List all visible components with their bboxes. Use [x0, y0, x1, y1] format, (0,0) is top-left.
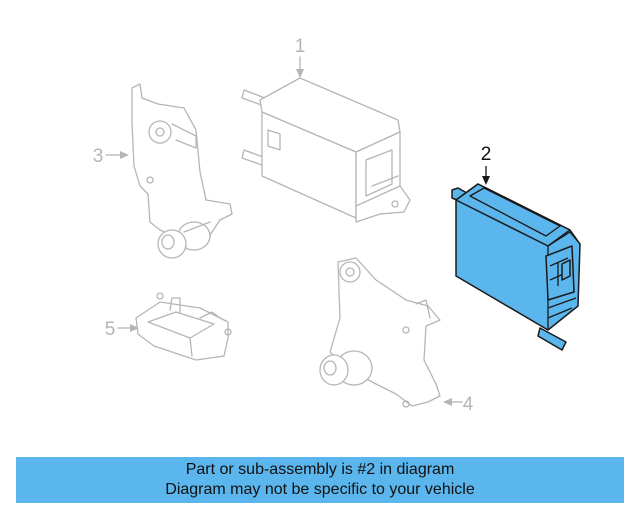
- parts-diagram: 1 3 5: [93, 36, 581, 415]
- callout-3: 3: [93, 146, 129, 167]
- part-1-module[interactable]: [241, 77, 411, 223]
- callout-1-label: 1: [295, 36, 306, 57]
- callout-4-label: 4: [463, 394, 474, 415]
- callout-2: 2: [481, 144, 492, 185]
- callout-5: 5: [105, 319, 139, 340]
- callout-5-label: 5: [105, 319, 116, 340]
- part-4-bracket[interactable]: [319, 257, 441, 408]
- callout-2-label: 2: [481, 144, 492, 165]
- callout-4: 4: [443, 394, 474, 415]
- info-banner: Part or sub-assembly is #2 in diagram Di…: [16, 457, 624, 503]
- part-3-bracket[interactable]: [131, 83, 233, 259]
- part-2-control-module[interactable]: [451, 183, 581, 351]
- callout-3-label: 3: [93, 146, 104, 167]
- callout-1: 1: [295, 36, 306, 78]
- banner-line-2: Diagram may not be specific to your vehi…: [165, 481, 475, 498]
- banner-line-1: Part or sub-assembly is #2 in diagram: [185, 461, 455, 478]
- part-5-holder[interactable]: [135, 292, 232, 361]
